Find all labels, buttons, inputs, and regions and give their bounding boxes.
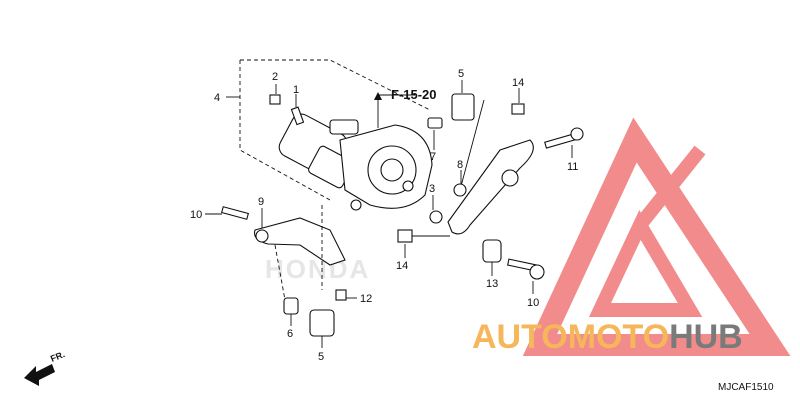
part-5-lower [309,309,335,337]
callout-14-upper: 14 [512,77,524,89]
reference-arrowhead [374,92,382,100]
callout-10-left: 10 [190,209,202,221]
part-9-eye [255,229,269,243]
watermark-logo [522,117,791,356]
gear-shaft-boss [380,158,404,182]
shift-actuator-assembly [278,113,433,211]
part-11-bolt [544,133,576,149]
callout-11: 11 [567,161,578,173]
callout-9: 9 [258,196,264,208]
link-arm [447,139,534,235]
part-10-right-head [529,264,545,280]
callout-14-lower: 14 [396,260,408,272]
callout-13: 13 [486,278,498,290]
part-12-screw [335,289,347,301]
part-6-collar [283,297,299,315]
part-2-nut [269,94,281,105]
watermark-triangle-inner [588,210,703,317]
watermark-triangle-outer [522,117,791,356]
callout-4: 4 [214,92,220,104]
align-line-left [274,244,286,301]
part-14-upper [511,103,525,115]
upper-link-rod [459,99,485,191]
bracket-top [329,119,359,135]
part-1-bolt [290,106,305,126]
callout-5-upper: 5 [458,68,464,80]
part-13-grommet [482,239,502,263]
frame-left [239,60,331,201]
front-label: FR. [49,349,66,364]
callout-6: 6 [287,328,293,340]
part-5-upper [451,93,475,121]
callout-10-right: 10 [527,297,539,309]
part-7-collar [427,117,443,129]
part-8-washer [453,183,467,197]
reference-label: F-15-20 [391,87,437,102]
part-11-head [570,127,584,141]
part-3-collar [429,210,443,224]
callout-2: 2 [272,71,278,83]
sensor-port [402,180,414,192]
watermark-brand-part2: HUB [669,318,743,356]
callout-1: 1 [293,84,299,96]
link-arm-eye [501,169,519,187]
callout-3: 3 [429,183,435,195]
front-direction-indicator: FR. [24,349,66,386]
watermark-brand: AUTOMOTOHUB [472,318,743,356]
callout-8: 8 [457,159,463,171]
part-10-left-bolt [220,206,250,220]
drawing-code: MJCAF1510 [718,382,774,393]
part-14-lower [397,229,413,243]
callout-5-lower: 5 [318,351,324,363]
front-arrow-icon [24,364,55,386]
callout-7: 7 [430,151,436,163]
callout-12: 12 [360,293,372,305]
watermark-triangle-stroke [634,145,706,230]
watermark-faint-text: HONDA [265,254,370,284]
frame-top [240,59,431,111]
watermark-brand-part1: AUTOMOTO [472,318,669,356]
mount-boss [350,199,362,211]
